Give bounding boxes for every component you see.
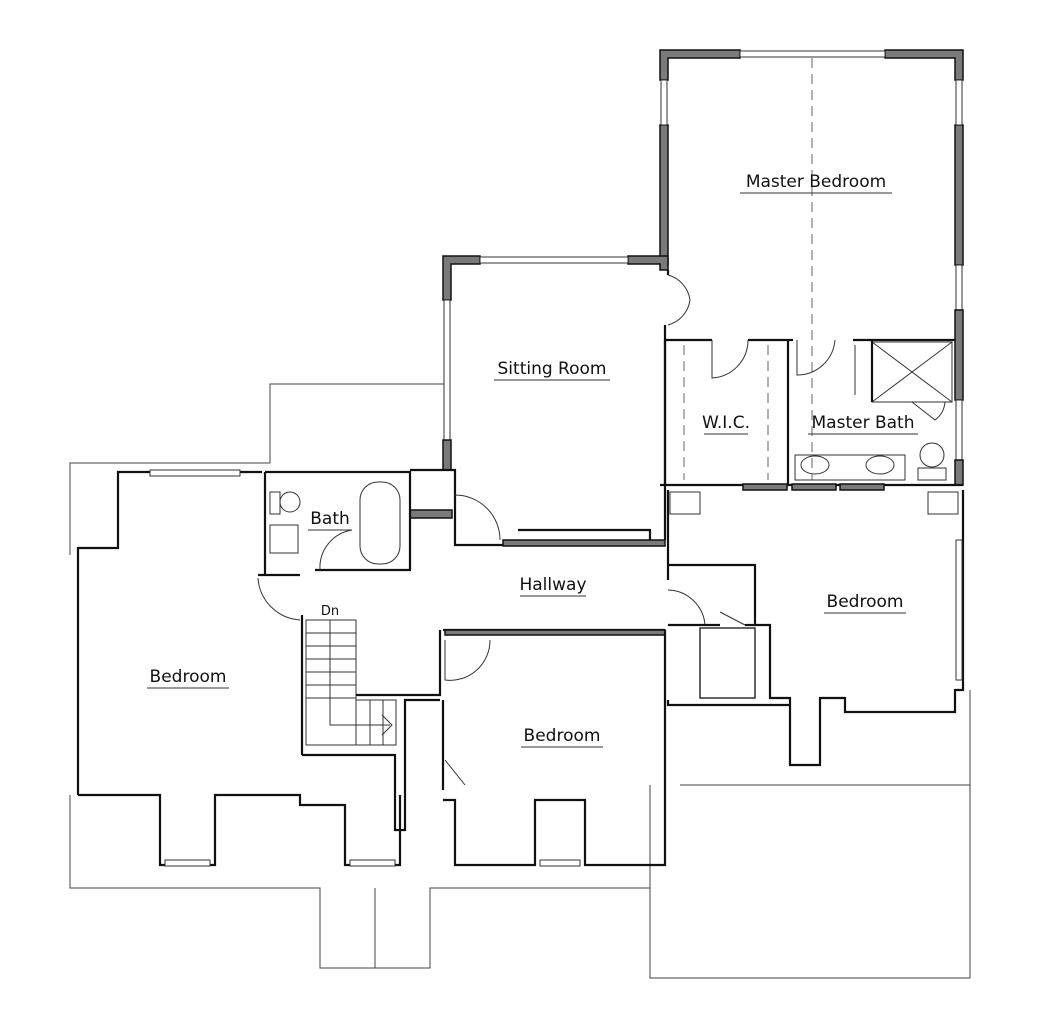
label-stairs-down: Dn bbox=[321, 604, 339, 619]
label-bedroom-east: Bedroom bbox=[827, 592, 904, 612]
bath-walls bbox=[263, 470, 412, 575]
east-bedroom-walls bbox=[666, 490, 965, 767]
south-bedroom-walls bbox=[441, 700, 667, 867]
label-bedroom-south: Bedroom bbox=[524, 726, 601, 746]
hallway-walls bbox=[409, 468, 667, 800]
label-wic: W.I.C. bbox=[702, 413, 750, 433]
stairs bbox=[300, 615, 442, 832]
label-master-bath: Master Bath bbox=[812, 413, 915, 433]
master-bedroom-walls bbox=[659, 49, 964, 486]
west-bedroom-walls bbox=[76, 469, 402, 867]
label-sitting-room: Sitting Room bbox=[498, 359, 607, 379]
label-bedroom-west: Bedroom bbox=[150, 667, 227, 687]
roof-outlines bbox=[69, 383, 971, 979]
label-hallway: Hallway bbox=[519, 575, 586, 595]
room-labels: Master Bedroom Sitting Room W.I.C. Maste… bbox=[147, 172, 918, 748]
wic-and-bath-walls bbox=[660, 338, 963, 491]
label-bath: Bath bbox=[310, 509, 350, 529]
label-master-bedroom: Master Bedroom bbox=[746, 172, 886, 192]
